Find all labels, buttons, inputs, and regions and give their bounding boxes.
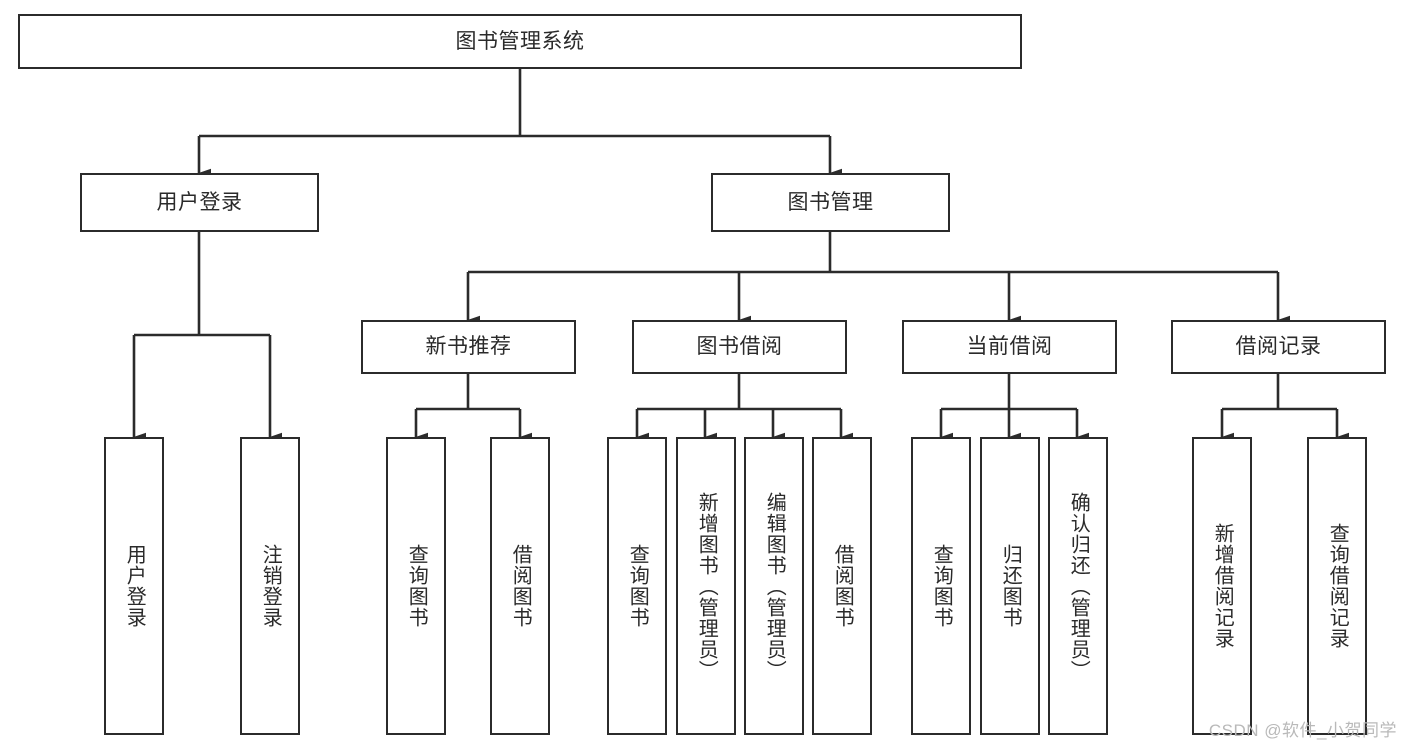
node-label: 借阅记录 — [1235, 335, 1322, 359]
node-label: 借阅图书 — [509, 544, 532, 628]
watermark-text: CSDN @软件_小贺同学 — [1208, 721, 1397, 740]
node-label: 查询图书 — [930, 544, 953, 628]
node-label: 查询借阅记录 — [1326, 523, 1349, 649]
node-label: 新增借阅记录 — [1211, 523, 1234, 649]
leaf-confirm-return[interactable]: 确认归还（管理员） — [1048, 437, 1108, 735]
node-label: 新书推荐 — [425, 335, 512, 359]
leaf-borrow-book-recommend[interactable]: 借阅图书 — [490, 437, 550, 735]
node-book-management[interactable]: 图书管理 — [711, 173, 950, 232]
node-label: 图书管理 — [787, 190, 874, 214]
node-user-login[interactable]: 用户登录 — [80, 173, 319, 232]
leaf-add-book[interactable]: 新增图书（管理员） — [676, 437, 736, 735]
leaf-query-borrow-record[interactable]: 查询借阅记录 — [1307, 437, 1367, 735]
node-label: 新增图书（管理员） — [695, 491, 718, 681]
node-label: 注销登录 — [259, 544, 282, 628]
node-label: 图书借阅 — [696, 335, 783, 359]
leaf-logout[interactable]: 注销登录 — [240, 437, 300, 735]
node-label: 借阅图书 — [831, 544, 854, 628]
node-label: 归还图书 — [999, 544, 1022, 628]
node-label: 查询图书 — [405, 544, 428, 628]
node-borrow-record[interactable]: 借阅记录 — [1171, 320, 1386, 374]
node-label: 查询图书 — [626, 544, 649, 628]
node-label: 用户登录 — [123, 544, 146, 628]
leaf-return-book[interactable]: 归还图书 — [980, 437, 1040, 735]
node-new-book-recommend[interactable]: 新书推荐 — [361, 320, 576, 374]
node-root-book-management-system[interactable]: 图书管理系统 — [18, 14, 1022, 69]
leaf-borrow-book[interactable]: 借阅图书 — [812, 437, 872, 735]
node-label: 用户登录 — [156, 190, 243, 214]
leaf-query-book-recommend[interactable]: 查询图书 — [386, 437, 446, 735]
node-book-borrow[interactable]: 图书借阅 — [632, 320, 847, 374]
leaf-edit-book[interactable]: 编辑图书（管理员） — [744, 437, 804, 735]
node-label: 编辑图书（管理员） — [763, 491, 786, 681]
node-label: 当前借阅 — [966, 335, 1053, 359]
node-label: 确认归还（管理员） — [1067, 491, 1090, 681]
node-current-borrow[interactable]: 当前借阅 — [902, 320, 1117, 374]
leaf-add-borrow-record[interactable]: 新增借阅记录 — [1192, 437, 1252, 735]
leaf-user-login[interactable]: 用户登录 — [104, 437, 164, 735]
leaf-query-book-current[interactable]: 查询图书 — [911, 437, 971, 735]
leaf-query-book-borrow[interactable]: 查询图书 — [607, 437, 667, 735]
node-label: 图书管理系统 — [455, 29, 585, 53]
